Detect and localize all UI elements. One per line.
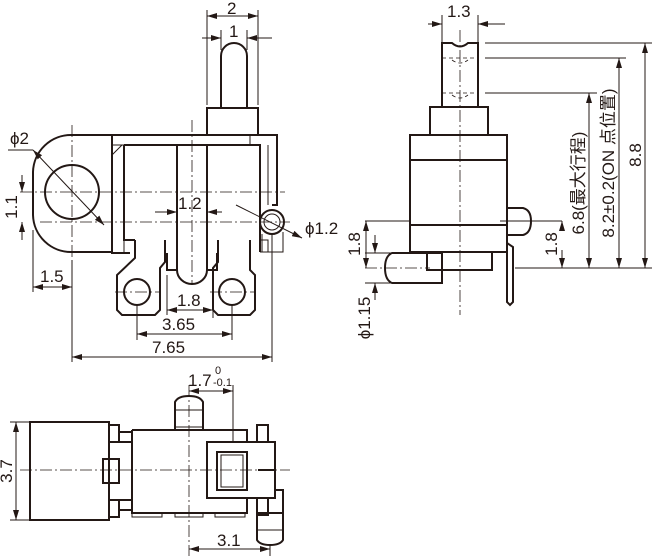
dim-overall-width: 7.65 (152, 338, 185, 357)
dim-lever-width: 2 (227, 0, 236, 18)
dim-plunger-tol-lower: -0.1 (213, 377, 232, 389)
actuator-window (216, 451, 248, 491)
dim-left-offset: 1.5 (40, 267, 64, 286)
dim-hole-offset: 1.1 (2, 195, 21, 219)
dim-plunger-width: 1.7 (188, 371, 212, 390)
dim-pin-width: 1.2 (178, 194, 202, 213)
lever (220, 42, 248, 108)
dim-overall-height: 8.8 (626, 143, 645, 167)
dim-pin-diameter: ϕ1.15 (355, 297, 374, 340)
bottom-body (29, 421, 110, 521)
dim-height: 3.7 (0, 459, 16, 483)
bottom-lead (256, 512, 284, 547)
dim-on-point: 8.2±0.2(ON 点位置) (599, 88, 618, 237)
collar (429, 106, 489, 136)
lever-base (206, 107, 259, 136)
dim-hole-diameter: ϕ2 (10, 129, 29, 148)
right-terminal (212, 240, 256, 316)
dim-small-hole-diameter: ϕ1.2 (305, 219, 338, 238)
dim-shaft-width: 1.3 (447, 2, 471, 21)
dim-height-left: 1.8 (345, 232, 364, 256)
dim-lever-tip-width: 1 (229, 22, 238, 41)
bottom-view: 1.7 0 -0.1 3.7 3.1 (0, 365, 290, 556)
front-view: 2 1 ϕ2 1.1 1.2 ϕ1.2 1.5 1.8 3.65 7.65 (2, 0, 338, 362)
bottom-slot (102, 458, 120, 484)
dim-terminal-gap: 1.8 (177, 291, 201, 310)
side-lead (506, 241, 514, 307)
left-terminal (116, 240, 166, 316)
dim-plunger-tol-upper: 0 (215, 365, 221, 377)
body-left-rail (111, 144, 125, 254)
dim-offset: 3.1 (217, 531, 241, 550)
side-body (409, 134, 508, 253)
dim-height-right: 1.8 (542, 232, 561, 256)
flange (426, 251, 493, 271)
dim-max-travel: 6.8(最大行程) (569, 132, 588, 235)
dim-terminal-pitch: 3.65 (162, 315, 195, 334)
side-view: 1.3 8.8 8.2±0.2(ON 点位置) 6.8(最大行程) 1.8 1.… (345, 2, 652, 339)
